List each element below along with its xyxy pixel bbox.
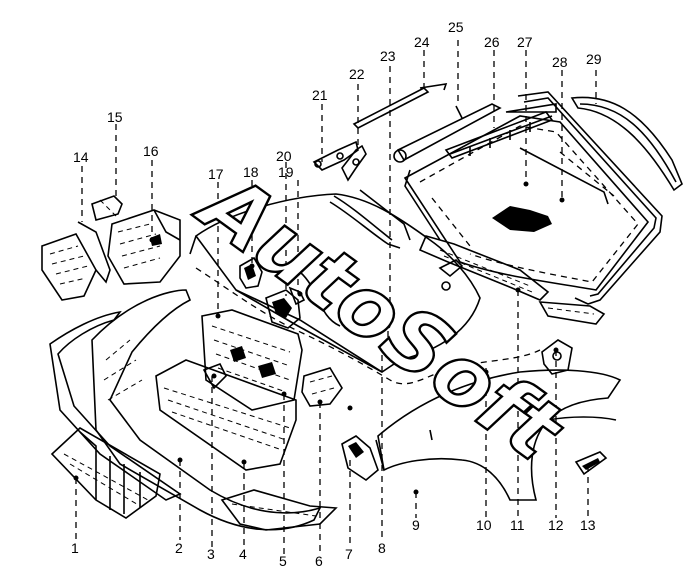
part-27-windshield-glass (403, 115, 650, 291)
callout-21: 21 (312, 87, 328, 103)
callout-22: 22 (349, 66, 365, 82)
callout-2: 2 (175, 540, 183, 556)
callout-16: 16 (143, 143, 159, 159)
part-1-grille (50, 427, 161, 519)
callout-10: 10 (476, 517, 492, 533)
part-12-cowl-cap (538, 301, 606, 325)
watermark: AutoSoft (179, 151, 582, 481)
part-9-fender (375, 369, 622, 501)
part-14-headlamp (41, 221, 111, 301)
callout-4: 4 (239, 546, 247, 562)
callout-5: 5 (279, 553, 287, 569)
part-16-headlamp-housing (107, 209, 181, 285)
callout-15: 15 (107, 109, 123, 125)
callout-12: 12 (548, 517, 564, 533)
part-3-bracket (202, 362, 227, 390)
callout-26: 26 (484, 34, 500, 50)
part-6-fog-lamp (301, 367, 353, 411)
callout-19: 19 (278, 164, 294, 180)
callout-9: 9 (412, 517, 420, 533)
part-26-wiper-blade (444, 103, 557, 159)
callout-3: 3 (207, 546, 215, 562)
callout-29: 29 (586, 51, 602, 67)
part-29-roof-trim (570, 96, 683, 192)
callout-27: 27 (517, 34, 533, 50)
callout-23: 23 (380, 48, 396, 64)
part-10-bracket (541, 339, 573, 375)
part-19-hood-lock (265, 289, 301, 329)
part-4-bumper-strip (220, 489, 338, 531)
callout-25: 25 (448, 19, 464, 35)
callout-18: 18 (243, 164, 259, 180)
part-7-bracket (341, 435, 379, 481)
part-11-cowl-panel (418, 235, 550, 301)
part-13-side-marker (574, 451, 608, 476)
part-25-wiper-arm (393, 103, 502, 163)
washer-nozzle (438, 259, 464, 291)
part-15-lamp-bulb (91, 195, 123, 221)
leader-lines (73, 40, 597, 556)
callout-13: 13 (580, 517, 596, 533)
callout-14: 14 (73, 149, 89, 165)
callout-7: 7 (345, 546, 353, 562)
part-8-hood (189, 193, 481, 373)
part-22-hinge (341, 144, 367, 182)
callout-numbers: 1 2 3 4 5 6 7 8 9 10 11 12 13 14 15 16 1… (71, 19, 602, 569)
callout-11: 11 (510, 517, 525, 533)
part-21-hinge (312, 140, 359, 171)
callout-20: 20 (276, 148, 292, 164)
part-17-radiator-support (201, 309, 303, 411)
part-28-windshield-seal (404, 91, 663, 305)
part-5-bumper-reinforcement (155, 359, 297, 471)
callout-8: 8 (378, 540, 386, 556)
hood-prop-rod (329, 189, 411, 249)
callout-1: 1 (71, 540, 79, 556)
callout-28: 28 (552, 54, 568, 70)
part-24-molding (352, 83, 448, 129)
callout-6: 6 (315, 553, 323, 569)
callout-24: 24 (414, 34, 430, 50)
hood-release-cable (195, 267, 541, 385)
part-20-lock-spring (288, 286, 306, 306)
callout-17: 17 (208, 166, 224, 182)
